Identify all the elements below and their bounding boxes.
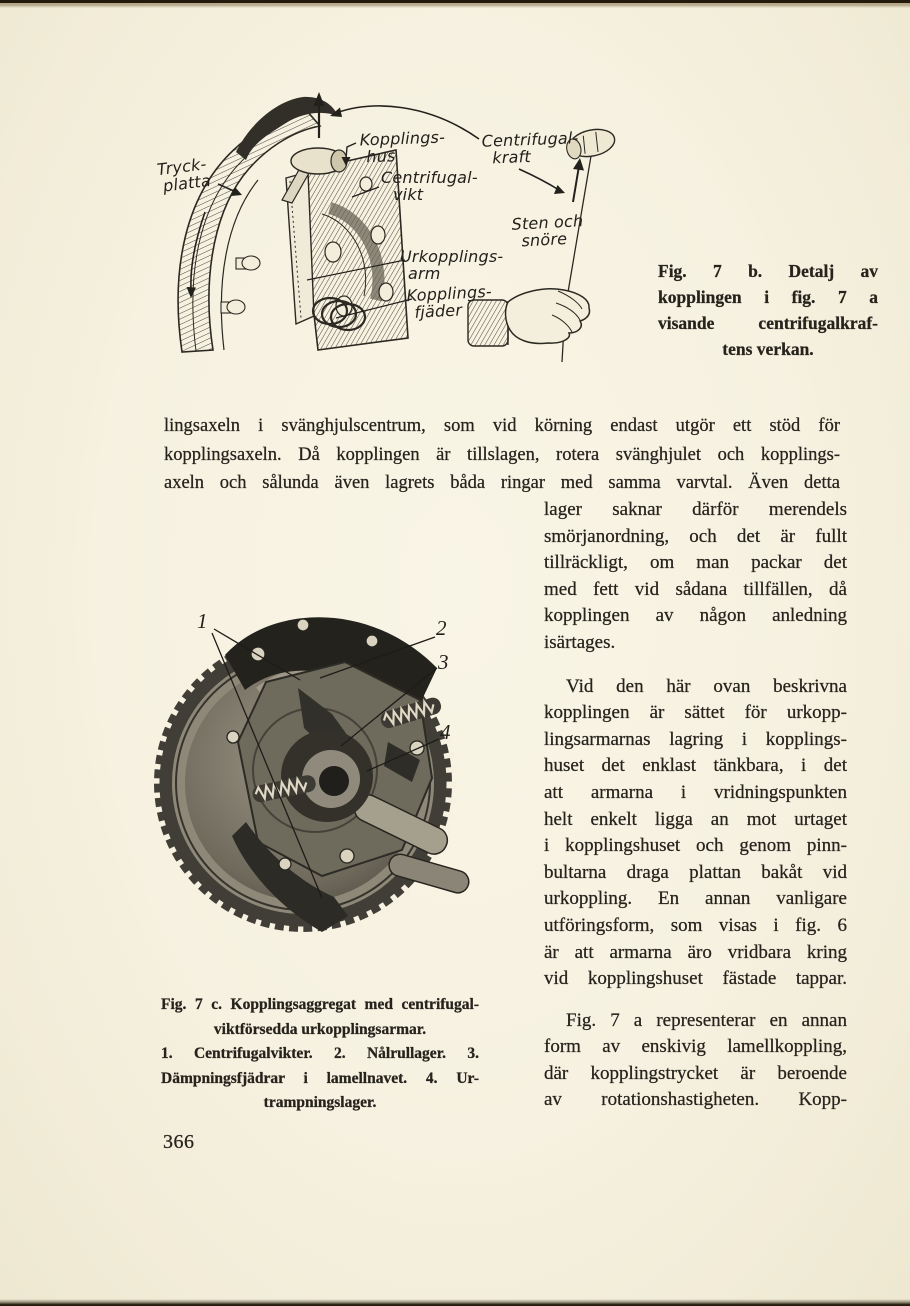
text-line: helt enkelt ligga an mot urtaget — [544, 808, 847, 830]
stone-and-string-shape — [561, 128, 616, 363]
text-line: tillräckligt, om man packar det — [544, 552, 847, 574]
annotation-arrows — [186, 92, 584, 319]
caption-line: kopplingen i fig. 7 a — [658, 287, 878, 307]
text-line: urkoppling. En annan vanligare — [544, 888, 847, 910]
release-lever-shape — [281, 147, 367, 332]
label-line: Urkopplings- — [400, 247, 504, 266]
clutch-detail-drawing — [177, 92, 616, 363]
caption-line: Dämpningsfjädrar i lamellnavet. 4. Ur- — [161, 1069, 479, 1087]
fig7b-caption: Fig. 7 b. Detalj av kopplingen i fig. 7 … — [658, 258, 878, 362]
text-line: av rotationshastigheten. Kopp- — [544, 1089, 847, 1111]
text-line: bultarna draga plattan bakåt vid — [544, 861, 847, 883]
text-line: kopplingen av någon anledning — [544, 605, 847, 627]
label-centrifugalkraft: Centrifugal- kraft — [481, 128, 579, 167]
text-line: där kopplingstrycket är beroende — [544, 1062, 847, 1084]
caption-line: Fig. 7 c. Kopplingsaggregat med centrifu… — [161, 996, 479, 1013]
fig7c-caption: Fig. 7 c. Kopplingsaggregat med centrifu… — [161, 993, 479, 1116]
text-line: Fig. 7 a representerar en annan — [566, 1009, 847, 1031]
text-line: isärtages. — [544, 631, 616, 653]
callout-3: 3 — [438, 650, 449, 674]
page-top-edge-shadow — [0, 0, 910, 8]
right-text-column: lager saknar därför merendels smörjanord… — [544, 497, 847, 1114]
label-urkopplingsarm: Urkopplings- arm — [400, 247, 504, 283]
text-line: kopplingen är sättet för urkopp- — [544, 702, 847, 724]
page-bottom-edge-shadow — [0, 1299, 910, 1306]
hub-and-shaft-shape — [281, 730, 470, 894]
text-line: vid kopplingshuset fästade tappar. — [544, 968, 847, 990]
callout-1: 1 — [197, 609, 208, 633]
text-line: med fett vid sådana tillfällen, då — [544, 578, 847, 600]
page-number: 366 — [163, 1131, 195, 1153]
caption-line: Fig. 7 b. Detalj av — [658, 261, 878, 281]
callout-leader-lines — [211, 628, 440, 899]
caption-line: trampningslager. — [263, 1094, 377, 1111]
label-kopplingshus: Kopplings- hus — [359, 128, 445, 166]
paragraph: lager saknar därför merendels smörjanord… — [544, 497, 847, 657]
label-line: vikt — [393, 184, 424, 204]
label-sten-och-snore: Sten och snöre — [511, 211, 584, 250]
paragraph: Fig. 7 a representerar en annan form av … — [544, 1008, 847, 1114]
label-centrifugalvikt: Centrifugal- vikt — [381, 168, 478, 204]
hand-shape — [467, 288, 591, 347]
damper-springs-shape — [252, 697, 442, 803]
text-line: lingsaxeln i svänghjulscentrum, som vid … — [164, 416, 840, 436]
caption-line: tens verkan. — [722, 339, 814, 359]
label-line: Centrifugal- — [381, 168, 478, 187]
label-kopplingsfjader: Kopplings- fjäder — [406, 282, 493, 322]
text-line: smörjanordning, och det är fullt — [544, 525, 847, 547]
caption-line: visande centrifugalkraf- — [658, 313, 878, 333]
paragraph: Vid den här ovan beskrivna kopplingen är… — [544, 674, 847, 993]
text-line: lingsarmarnas lagring i kopplings- — [544, 728, 847, 750]
clutch-housing-shape — [220, 149, 409, 351]
caption-line: viktförsedda urkopplingsarmar. — [213, 1020, 427, 1038]
text-line: huset det enklast tänkbara, i det — [544, 755, 847, 777]
pressure-plate-shape — [177, 96, 338, 353]
text-line: Vid den här ovan beskrivna — [566, 675, 847, 697]
text-line: kopplingsaxeln. Då kopplingen är tillsla… — [164, 444, 840, 465]
label-line: arm — [408, 263, 441, 283]
text-line: är att armarna äro vridbara kring — [544, 941, 847, 963]
label-tryckplatta: Tryck- platta — [156, 154, 212, 195]
callout-4: 4 — [440, 720, 451, 744]
text-line: axeln och sålunda även lagrets båda ring… — [164, 473, 840, 494]
callout-2: 2 — [436, 616, 447, 640]
clutch-assembly-photo — [150, 617, 470, 938]
text-line: i kopplingshuset och genom pinn- — [544, 835, 847, 857]
label-line: hus — [365, 145, 396, 166]
label-line: kraft — [491, 146, 532, 167]
text-line: att armarna i vridningspunkten — [544, 781, 847, 803]
text-line: lager saknar därför merendels — [544, 499, 847, 520]
text-line: form av enskivig lamellkoppling, — [544, 1036, 847, 1058]
caption-line: 1. Centrifugalvikter. 2. Nålrullager. 3. — [161, 1045, 479, 1062]
text-line: utföringsform, som visas i fig. 6 — [544, 914, 847, 936]
intro-paragraph: lingsaxeln i svänghjulscentrum, som vid … — [164, 412, 840, 498]
